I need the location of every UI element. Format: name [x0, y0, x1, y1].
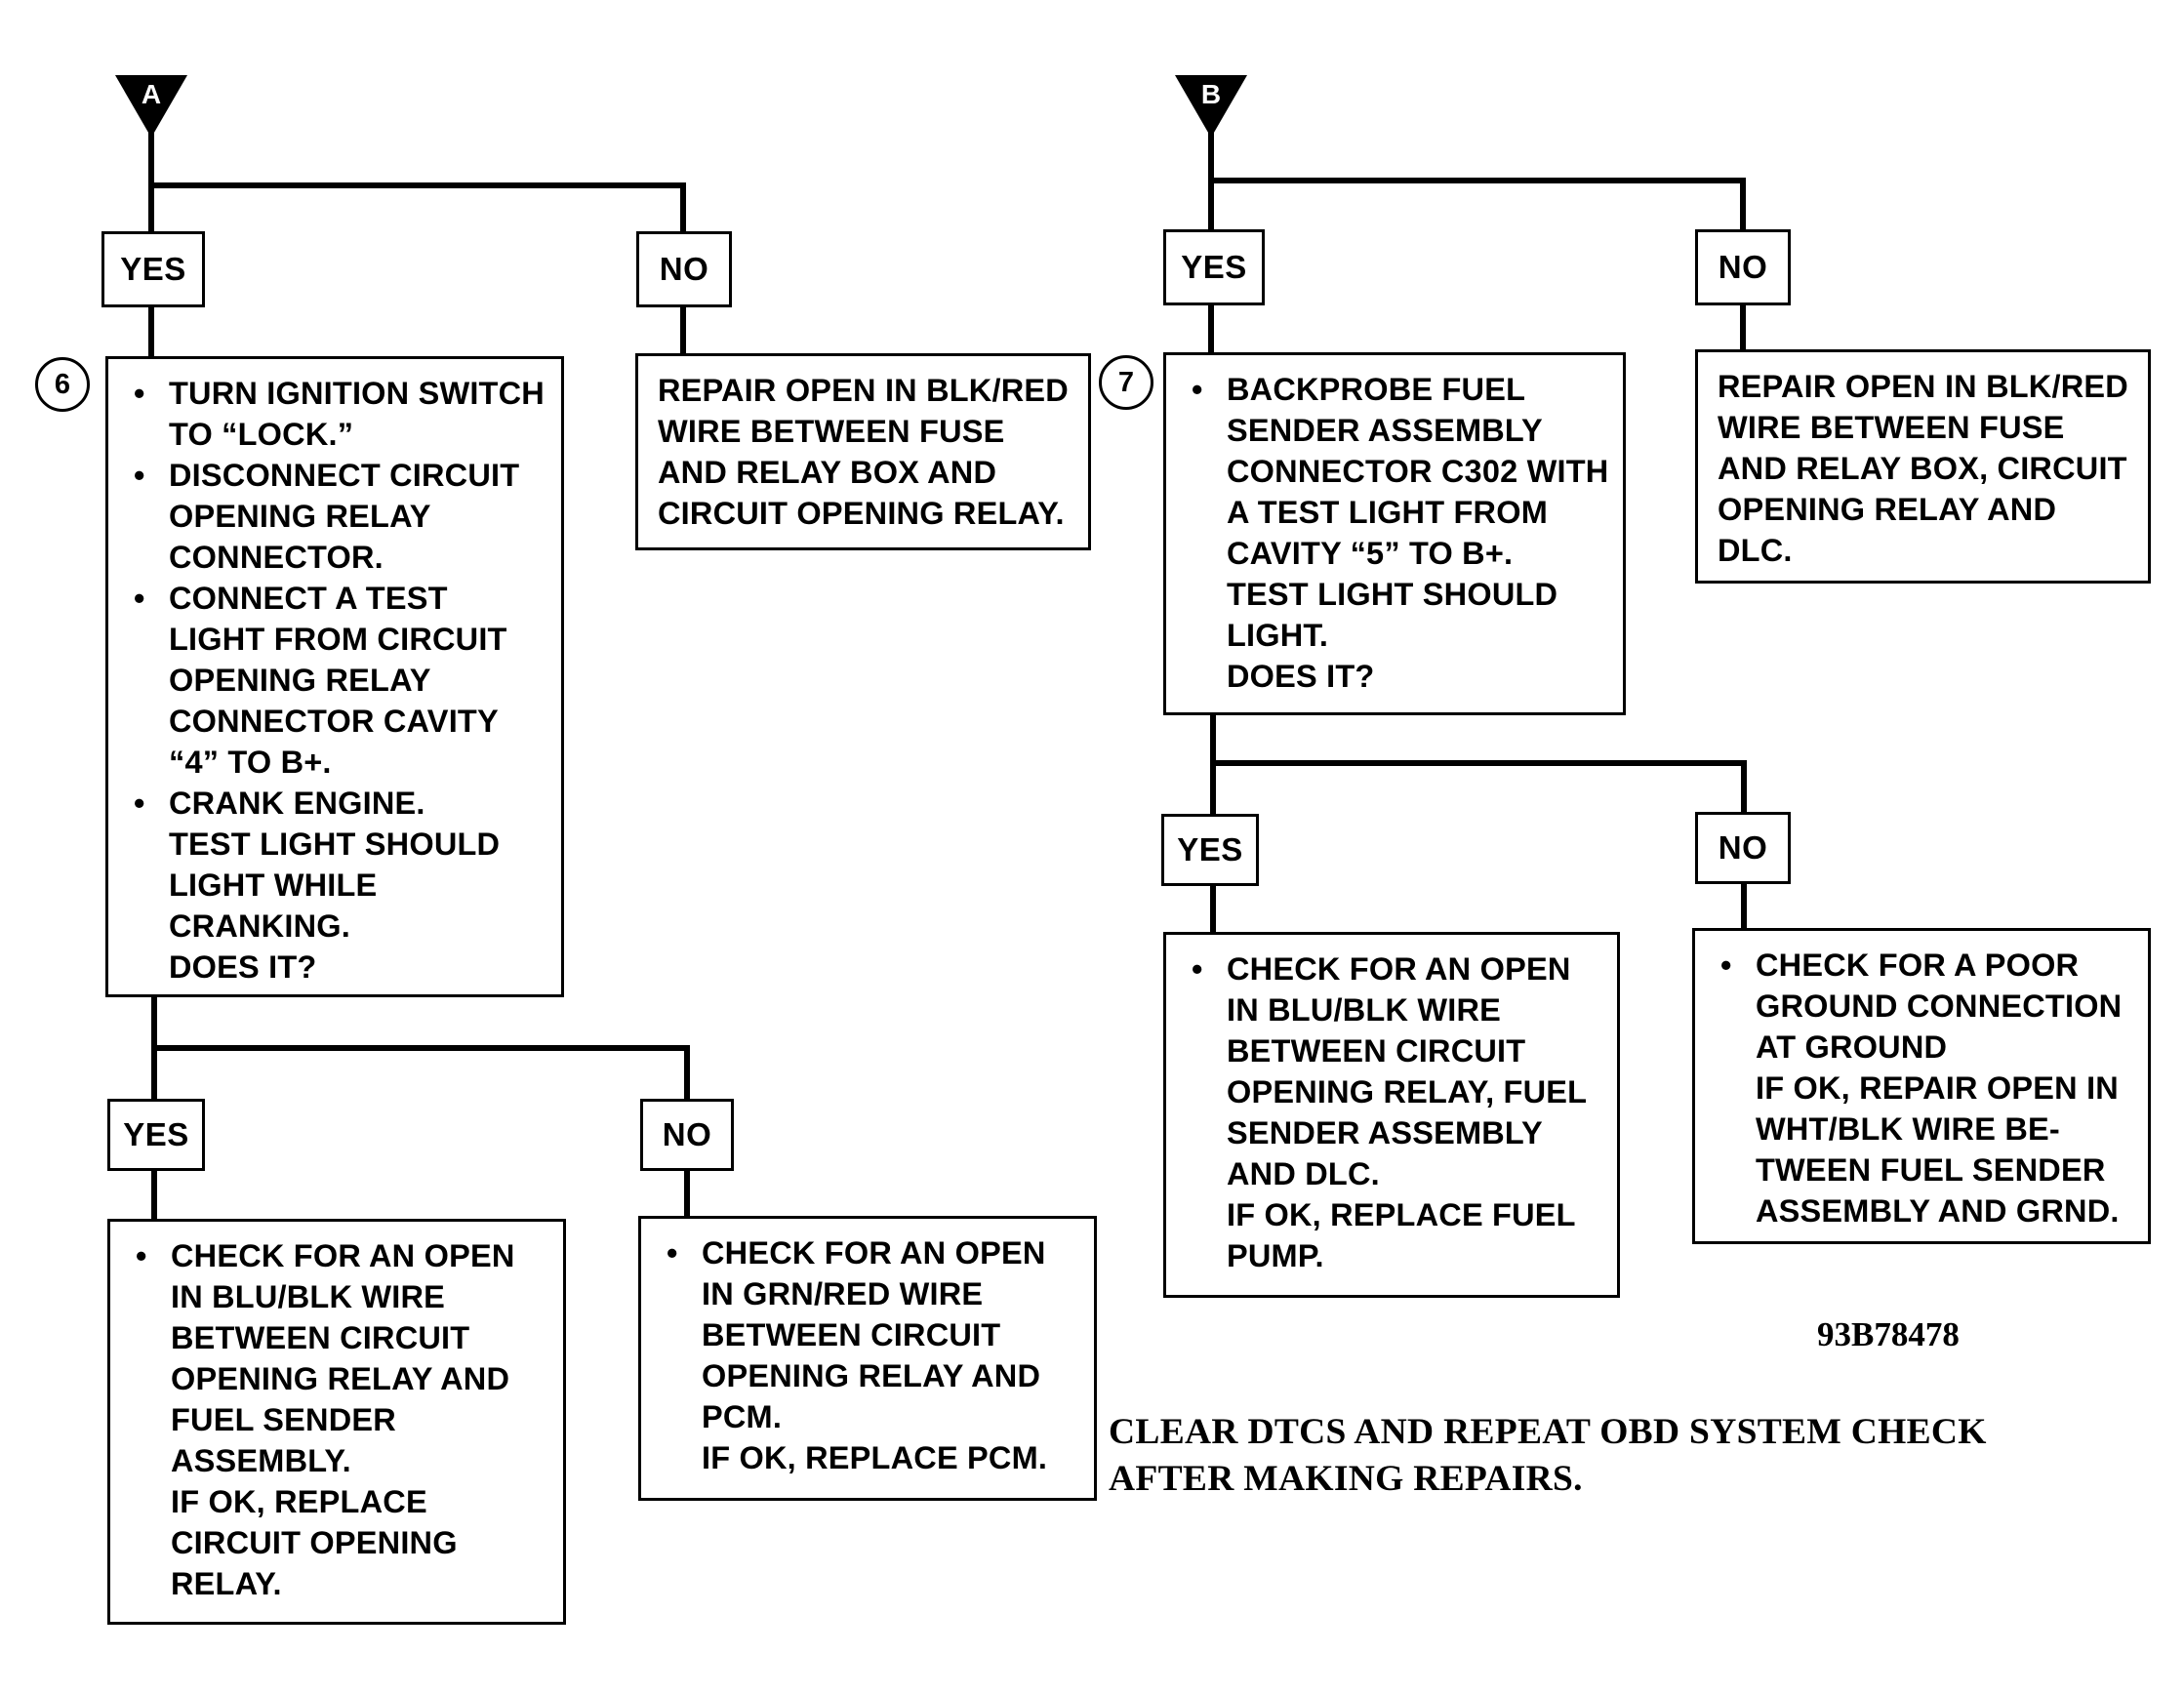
text-line: OPENING RELAY AND [1718, 492, 2057, 527]
bullet-line: BACKPROBE FUEL [1186, 369, 1605, 410]
step-7-yes-result: CHECK FOR AN OPENIN BLU/BLK WIRE BETWEEN … [1163, 932, 1620, 1298]
repair-note-line-2: AFTER MAKING REPAIRS. [1109, 1459, 1583, 1499]
text-line: BETWEEN CIRCUIT [1227, 1033, 1526, 1069]
text-line: A TEST LIGHT FROM [1227, 495, 1548, 530]
a-no-label: NO [636, 231, 732, 307]
bullet-line: CHECK FOR AN OPEN [661, 1232, 1076, 1273]
text-line: TEST LIGHT SHOULD [169, 827, 501, 862]
entry-point-b-label: B [1200, 79, 1222, 109]
text-line: SENDER ASSEMBLY [1227, 1115, 1543, 1150]
connector-b-no-branch [1211, 178, 1746, 229]
text-line: TO “LOCK.” [169, 417, 354, 452]
text-line: IF OK, REPLACE [171, 1484, 427, 1519]
text-line: REPAIR OPEN IN BLK/RED [1718, 369, 2128, 404]
text-line: GROUND CONNECTION [1756, 988, 2123, 1024]
step-7-no-result: REPAIR OPEN IN BLK/RED WIRE BETWEEN FUSE A… [1695, 349, 2151, 584]
text-line: SENDER ASSEMBLY [1227, 413, 1543, 448]
text-line: “4” TO B+. [169, 745, 332, 780]
text-line: WIRE BETWEEN FUSE [658, 414, 1005, 449]
bullet-line: CHECK FOR AN OPEN [130, 1235, 546, 1276]
step-6-no-result: REPAIR OPEN IN BLK/RED WIRE BETWEEN FUSE A… [635, 353, 1091, 550]
text-line: AND RELAY BOX AND [658, 455, 997, 490]
text-line: PUMP. [1227, 1238, 1324, 1273]
text-line: TEST LIGHT SHOULD [1227, 577, 1558, 612]
text-line: CAVITY “5” TO B+. [1227, 536, 1514, 571]
connector-a-no-branch [151, 182, 686, 231]
text-line: IN BLU/BLK WIRE [171, 1279, 446, 1314]
a-yes-label: YES [101, 231, 205, 307]
step-6-no-result-2: CHECK FOR AN OPENIN GRN/RED WIRE BETWEEN … [638, 1216, 1097, 1501]
text-line: BETWEEN CIRCUIT [702, 1317, 1001, 1352]
bullet-line: CHECK FOR AN OPEN [1186, 948, 1599, 989]
text-line: CIRCUIT OPENING RELAY. [658, 496, 1065, 531]
step-number-6: 6 [35, 357, 90, 412]
bullet-line: DISCONNECT CIRCUIT [128, 455, 544, 496]
bullet-line: CONNECT A TEST [128, 578, 544, 619]
text-line: IF OK, REPLACE PCM. [702, 1440, 1048, 1475]
bullet-line: CHECK FOR A POOR [1715, 945, 2130, 986]
connector-b-step-no-branch [1213, 760, 1747, 812]
text-line: DLC. [1718, 533, 1793, 568]
text-line: DOES IT? [1227, 659, 1375, 694]
text-line: IF OK, REPAIR OPEN IN [1756, 1070, 2119, 1106]
text-line: CONNECTOR. [169, 540, 384, 575]
text-line: OPENING RELAY AND [171, 1361, 510, 1396]
text-line: CIRCUIT OPENING [171, 1525, 458, 1560]
text-line: AT GROUND [1756, 1029, 1948, 1065]
text-line: LIGHT. [1227, 618, 1329, 653]
text-line: FUEL SENDER [171, 1402, 396, 1437]
text-line: ASSEMBLY AND GRND. [1756, 1193, 2120, 1229]
a-step-yes-label: YES [107, 1099, 205, 1171]
bullet-line: CRANK ENGINE. [128, 783, 544, 824]
text-line: IF OK, REPLACE FUEL [1227, 1197, 1576, 1232]
text-line: RELAY. [171, 1566, 282, 1601]
entry-point-a-label: A [141, 79, 162, 109]
text-line: WHT/BLK WIRE BE- [1756, 1111, 2060, 1147]
down-triangle-icon [115, 75, 187, 138]
repair-note: CLEAR DTCS AND REPEAT OBD SYSTEM CHECK A… [1109, 1409, 1987, 1503]
text-line: CRANKING. [169, 908, 350, 944]
text-line: LIGHT FROM CIRCUIT [169, 622, 507, 657]
text-line: OPENING RELAY [169, 663, 431, 698]
a-step-no-label: NO [640, 1099, 734, 1171]
entry-point-b: B [1175, 73, 1247, 140]
text-line: AND RELAY BOX, CIRCUIT [1718, 451, 2127, 486]
text-line: TWEEN FUEL SENDER [1756, 1152, 2106, 1188]
text-line: CONNECTOR CAVITY [169, 704, 499, 739]
text-line: CONNECTOR C302 WITH [1227, 454, 1609, 489]
text-line: DOES IT? [169, 949, 317, 985]
entry-point-a: A [115, 73, 187, 140]
figure-reference: 93B78478 [1817, 1315, 1960, 1353]
step-6-yes-result: CHECK FOR AN OPENIN BLU/BLK WIRE BETWEEN … [107, 1219, 566, 1625]
text-line: REPAIR OPEN IN BLK/RED [658, 373, 1069, 408]
text-line: PCM. [702, 1399, 783, 1434]
text-line: WIRE BETWEEN FUSE [1718, 410, 2065, 445]
down-triangle-icon [1175, 75, 1247, 138]
text-line: LIGHT WHILE [169, 867, 378, 903]
text-line: AND DLC. [1227, 1156, 1380, 1191]
text-line: OPENING RELAY, FUEL [1227, 1074, 1588, 1109]
b-yes-label: YES [1163, 229, 1265, 305]
text-line: OPENING RELAY [169, 499, 431, 534]
b-step-no-label: NO [1695, 812, 1791, 884]
text-line: IN BLU/BLK WIRE [1227, 992, 1502, 1028]
step-number-7: 7 [1099, 355, 1153, 410]
connector-a-step-no-branch [154, 1045, 690, 1099]
repair-note-line-1: CLEAR DTCS AND REPEAT OBD SYSTEM CHECK [1109, 1412, 1987, 1452]
text-line: BETWEEN CIRCUIT [171, 1320, 470, 1355]
b-step-yes-label: YES [1161, 814, 1259, 886]
text-line: ASSEMBLY. [171, 1443, 351, 1478]
text-line: OPENING RELAY AND [702, 1358, 1041, 1393]
b-no-label: NO [1695, 229, 1791, 305]
text-line: IN GRN/RED WIRE [702, 1276, 984, 1311]
bullet-line: TURN IGNITION SWITCH [128, 373, 545, 414]
